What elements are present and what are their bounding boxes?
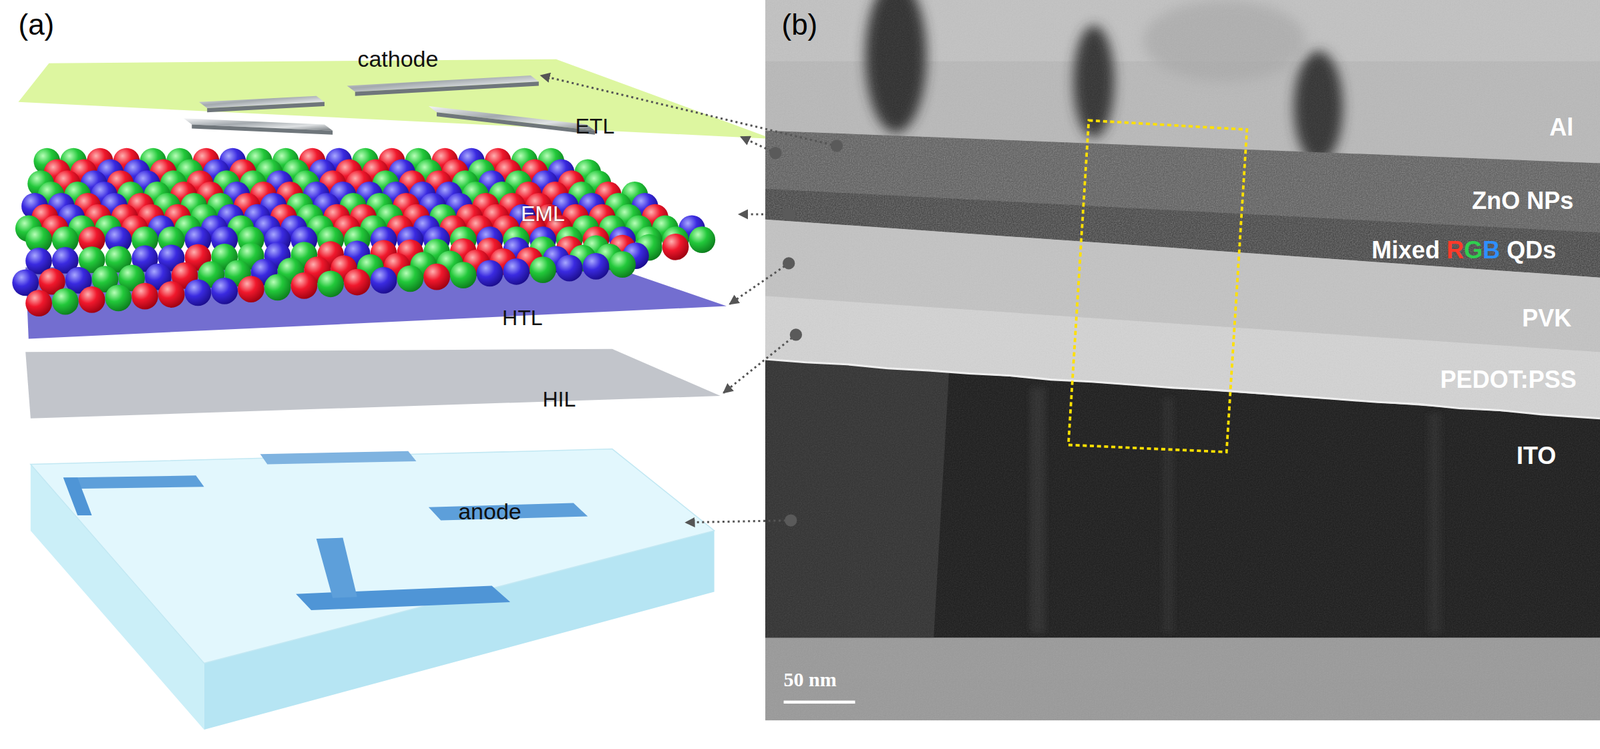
leader-arrows-part [540,75,837,146]
quantum-dot-sphere [370,267,398,294]
quantum-dot-sphere [237,275,265,303]
cathode-bars-part [436,112,595,135]
layer-label: cathode [357,46,439,72]
material-label: ZnO NPs [1471,187,1574,215]
leader-arrows-part [723,334,796,393]
quantum-dot-sphere [609,251,636,278]
material-label: PVK [1521,305,1572,332]
quantum-dot-sphere [158,281,185,308]
layer-label: anode [458,499,522,525]
quantum-dot-layer [12,148,716,317]
quantum-dot-sphere [662,233,690,261]
quantum-dot-sphere [423,263,451,291]
quantum-dot-sphere [476,259,504,287]
quantum-dot-sphere [396,265,424,292]
color-letter: G [1463,237,1483,264]
layer-label: EML [520,202,565,226]
cathode-bars-part [428,106,595,131]
quantum-dot-sphere [502,258,530,286]
material-label: Mixed [1371,237,1440,264]
cathode-bars-part [355,81,539,96]
al-region [765,0,1600,721]
substrate-top [30,449,715,664]
quantum-dot-sphere [78,286,106,314]
material-label: QDs [1506,237,1556,264]
panel-label: (b) [781,8,819,41]
leader-arrows-part [729,263,790,304]
device-stack [12,59,772,730]
layer-label: ETL [575,114,616,139]
leader-arrows-part [782,257,795,270]
material-label: PEDOT:PSS [1440,366,1577,394]
material-label: ITO [1516,442,1556,470]
color-letter: B [1482,237,1500,264]
quantum-dot-sphere [343,269,371,296]
quantum-dot-sphere [450,261,477,289]
leader-arrows-part [738,213,789,216]
quantum-dot-sphere [104,284,132,312]
tem-image-part [765,0,1600,721]
quantum-dot-sphere [211,277,238,305]
layer-label: HTL [502,306,543,330]
scale-bar [783,700,856,704]
leader-arrows-part [685,520,791,523]
quantum-dot-sphere [290,272,318,300]
cathode-bars-part [207,102,325,113]
quantum-dot-sphere [264,274,292,302]
anode-pad [316,538,358,599]
tem-image [765,0,1600,721]
quantum-dot-sphere [52,288,79,316]
leader-arrows-part [769,146,782,159]
quantum-dot-sphere [529,256,557,284]
label-group: MixedRGBQDs [1371,237,1556,264]
leader-arrows-part [830,139,843,152]
quantum-dot-sphere [184,279,212,307]
quantum-dot-sphere [688,226,716,254]
quantum-dot-sphere [556,255,583,282]
leader-arrows-part [789,328,803,341]
highlight-box [1068,120,1247,453]
leader-arrows [540,75,843,527]
quantum-dot-sphere [25,289,53,317]
anode-pad [260,451,417,465]
cathode-bars [183,75,595,135]
quantum-dot-sphere [131,283,159,310]
anode-pad [63,475,205,489]
layer-label: HIL [542,387,577,412]
leader-arrows-part [782,208,795,221]
quantum-dot-sphere [582,253,610,280]
material-label: Al [1549,114,1574,141]
quantum-dot-sphere [317,270,344,298]
hil-layer [25,349,721,419]
anode-pad [295,585,511,611]
color-letter: R [1446,237,1464,264]
panel-label: (a) [18,8,55,41]
cathode-bars-part [191,124,333,135]
anode-pad [63,477,93,516]
leader-arrows-part [784,514,797,527]
scale-label: 50 nm [783,668,837,691]
